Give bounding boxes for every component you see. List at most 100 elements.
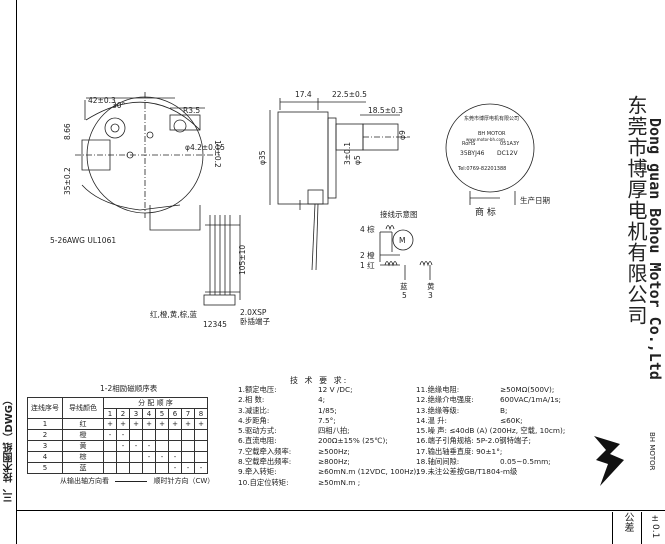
row-color: 橙 [62,429,104,441]
row-cell [181,451,195,463]
spec-col3-item: 11.绝缘电阻: [416,385,460,394]
dim-phi5: φ5 [353,155,362,165]
row-number: 3 [27,440,63,452]
wiring-label-1: 1 红 [360,260,375,270]
specs-col1: 1.额定电压:2.相 数:3.减速比:4.步距角:5.驱动方式:6.直流电阻:7… [238,385,291,488]
spec-col2-item: 7.5°; [318,415,336,425]
wiring-label-5: 5 [402,291,407,300]
row-color: 红 [62,418,104,430]
row-cell: + [155,418,169,430]
card-company: 东莞市博厚电机有限公司 [464,115,519,122]
lead-wires [203,215,241,306]
row-cell [116,462,130,474]
dim-35: 35±0.2 [63,167,72,195]
spec-col3-item: 17.输出轴垂直度: 90±1°; [416,446,503,456]
spec-col3-item: 19.未注公差按GB/T1804-m级 [416,467,518,477]
row-number: 5 [27,462,63,474]
wire-colors: 红,橙,黄,棕,蓝 [150,309,198,319]
spec-col3-item: 15.噪 声: ≤40dB (A) (200Hz, 空载, 10cm); [416,426,566,436]
spec-col3-item: 16.端子引角规格: 5P-2.0钢特端子; [416,436,531,446]
row-cell: - [168,451,182,463]
row-cell [194,451,208,463]
step-header: 3 [129,408,143,419]
spec-col3-item: 12.绝缘介电强度: [416,395,474,405]
row-cell: - [129,440,143,452]
header-color: 导线颜色 [62,397,104,419]
label-card [445,103,535,205]
row-cell [116,451,130,463]
step-header: 6 [168,408,182,419]
row-cell [103,462,117,474]
spec-col1-item: 1.额定电压: [238,385,277,394]
spec-col1-item: 10.自定位转矩: [238,477,289,487]
spec-col4-item [500,426,561,436]
card-code: 051A3Y [500,141,520,147]
direction-left: 从输出轴方向看 [60,477,109,485]
row-cell: + [194,418,208,430]
header-seq: 连线序号 [27,397,63,419]
spec-col4-item [500,447,561,457]
spec-col4-item [500,436,561,446]
wiring-label-3: 3 [428,291,433,300]
spec-col1-item: 3.减速比: [238,405,270,415]
wiring-label-blue: 蓝 [400,281,408,291]
row-cell: - [116,429,130,441]
direction-line [115,480,148,482]
spec-col2-item: 四相八拍; [318,426,350,436]
spec-col1-item: 6.直流电阻: [238,436,277,446]
step-header: 1 [103,408,117,419]
tolerance-divider-2 [641,512,642,544]
card-tel: Tel:0769-82201388 [457,166,506,172]
company-name-cn: 东莞市博厚电机有限公司 [624,95,648,326]
row-color: 黄 [62,440,104,452]
spec-col2-item: ≥50mN.m ; [318,477,361,487]
production-date-label: 生产日期 [520,195,550,205]
bh-logo [594,436,624,486]
dim-225: 22.5±0.5 [332,90,367,99]
spec-col1-item: 2.相 数: [238,395,265,405]
spec-col4-item: ≤60K; [500,415,523,425]
direction-right: 顺时针方向（CW） [153,477,215,485]
sequence-table-title: 1-2相励磁顺序表 [100,384,158,393]
header-dist: 分 配 顺 序 [103,397,208,409]
frame-bottom-line [16,510,665,511]
row-cell: - [155,451,169,463]
wiring-motor: M [399,236,405,245]
specs-col2: 12 V /DC;4;1/85;7.5°;四相八拍;200Ω±15% (25℃)… [318,385,419,488]
row-cell [129,429,143,441]
wire-spec: 5-26AWG UL1061 [50,236,116,245]
connector-type: 卧插端子 [240,316,270,326]
row-cell [155,462,169,474]
motor-front-view [75,92,220,231]
tolerance-label: 公差 [622,512,633,532]
spec-col2-item: 12 V /DC; [318,385,353,394]
dim-185: 18.5±0.3 [368,106,403,115]
wiring-label-4: 4 棕 [360,224,375,234]
spec-col3-item: 13.绝缘等级: [416,405,460,415]
row-cell [129,451,143,463]
dim-phi9: φ9 [398,130,407,140]
logo-text: BH MOTOR [648,432,656,471]
row-cell [194,440,208,452]
row-cell: - [142,440,156,452]
dim-105: 105±10 [238,245,247,275]
row-cell: - [168,462,182,474]
row-cell: - [116,440,130,452]
row-cell [181,429,195,441]
wiring-title: 接线示意图 [380,209,418,219]
specs-col3: 11.绝缘电阻:12.绝缘介电强度:13.绝缘等级:14.温 升:15.噪 声:… [416,385,565,478]
spec-col4-item: ≥50MΩ(500V); [500,385,555,394]
title-strip [0,0,17,544]
row-cell: + [103,418,117,430]
trademark-label: 商 标 [475,206,496,218]
step-header: 8 [194,408,208,419]
spec-col4-item: B; [500,405,508,415]
tolerance-divider [612,512,613,544]
spec-col2-item: 200Ω±15% (25℃); [318,436,388,446]
dim-3: 3±0.1 [343,142,352,165]
card-brand: BH MOTOR [478,131,506,137]
spec-col1-item: 4.步距角: [238,415,270,425]
